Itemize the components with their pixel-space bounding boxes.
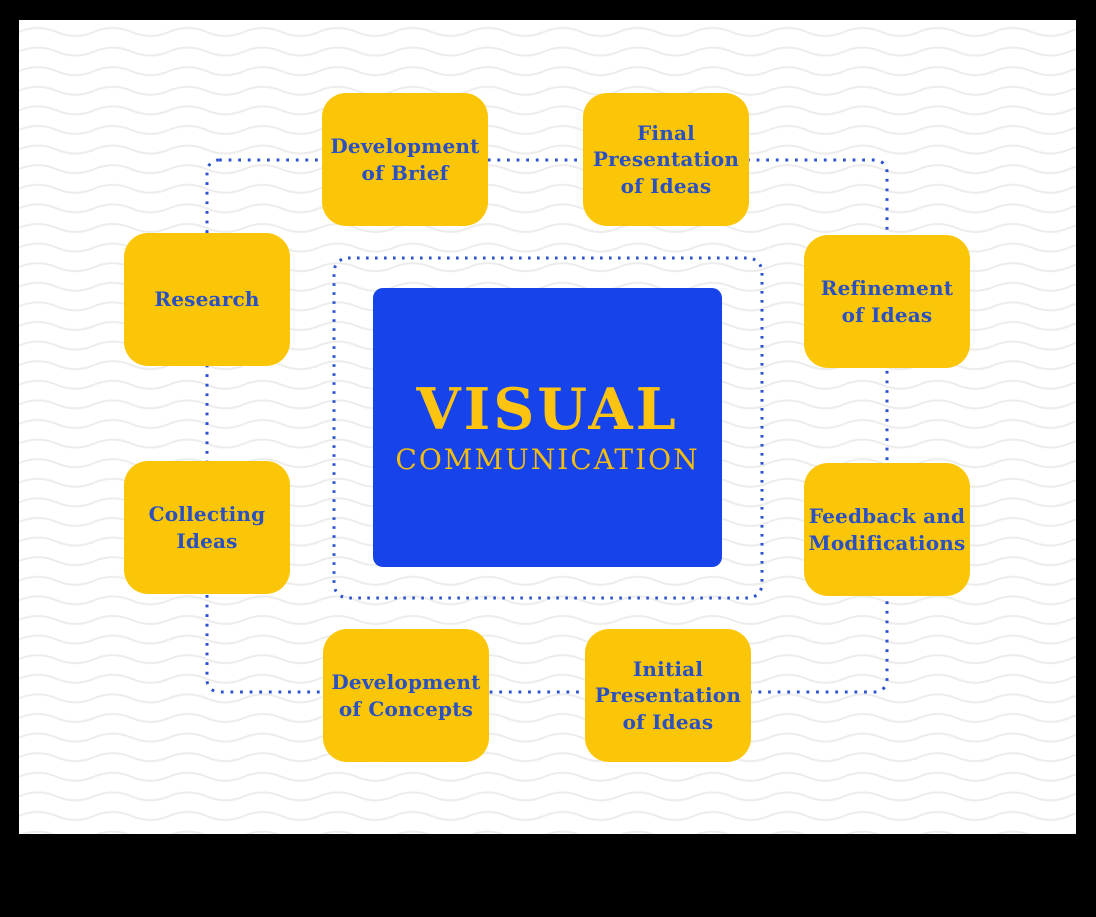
node-label-research: Research xyxy=(154,287,260,312)
node-label-development-of-brief: Development of Brief xyxy=(330,134,480,185)
center-visual-communication-box: VISUAL COMMUNICATION xyxy=(373,288,722,567)
node-feedback-and-modifications: Feedback and Modifications xyxy=(804,463,970,596)
node-label-collecting-ideas: Collecting Ideas xyxy=(148,502,266,553)
node-collecting-ideas: Collecting Ideas xyxy=(124,461,290,594)
node-development-of-concepts: Development of Concepts xyxy=(323,629,489,762)
node-research: Research xyxy=(124,233,290,366)
dotted-connector-lines xyxy=(205,158,889,694)
diagram-canvas: VISUAL COMMUNICATION Development of Brie… xyxy=(19,20,1076,834)
node-refinement-of-ideas: Refinement of Ideas xyxy=(804,235,970,368)
outer-dotted-loop xyxy=(205,158,889,694)
node-label-development-of-concepts: Development of Concepts xyxy=(331,670,481,721)
node-label-refinement-of-ideas: Refinement of Ideas xyxy=(820,276,954,327)
center-subtitle: COMMUNICATION xyxy=(395,443,700,476)
node-final-presentation-of-ideas: Final Presentation of Ideas xyxy=(583,93,749,226)
node-label-feedback-and-modifications: Feedback and Modifications xyxy=(808,504,966,555)
inner-dotted-border xyxy=(332,256,764,600)
node-initial-presentation-of-ideas: Initial Presentation of Ideas xyxy=(585,629,751,762)
node-label-final-presentation-of-ideas: Final Presentation of Ideas xyxy=(592,120,740,198)
node-development-of-brief: Development of Brief xyxy=(322,93,488,226)
node-label-initial-presentation-of-ideas: Initial Presentation of Ideas xyxy=(594,656,742,734)
center-title: VISUAL xyxy=(416,376,679,443)
